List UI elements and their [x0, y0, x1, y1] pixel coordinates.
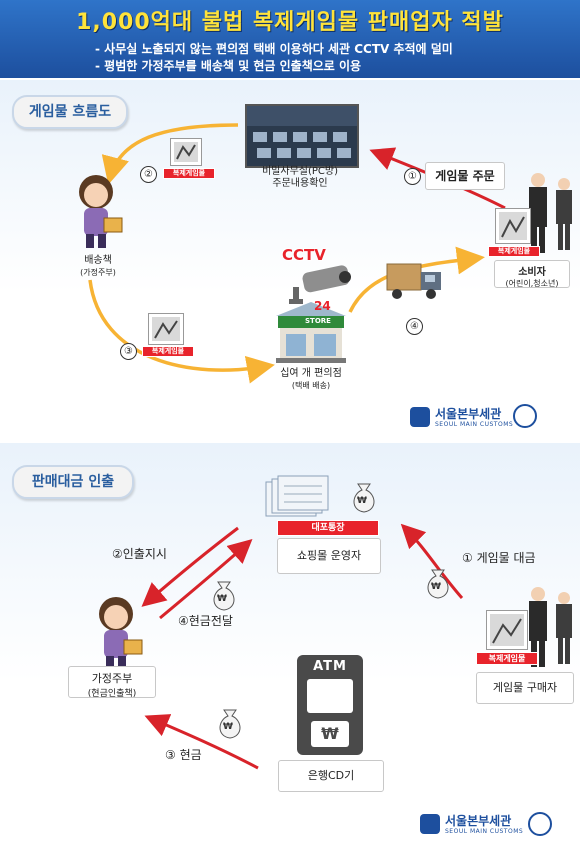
customs-seal-icon: [513, 404, 537, 428]
money-bag-symbol-4: ₩: [223, 722, 233, 732]
store-label-line1: 십여 개 편의점: [280, 368, 342, 379]
housewife-label-line1: 가정주부: [91, 672, 133, 685]
withdrawal-title-pill: 판매대금 인출: [12, 465, 134, 499]
arrow-payment: [400, 523, 464, 599]
copy-game-tag-buyer: 복제게임물: [476, 652, 538, 665]
game-order-box: 게임물 주문: [425, 162, 505, 190]
money-bag-icon-3: [422, 566, 454, 600]
courier-label-line2: (가정주부): [80, 268, 116, 277]
copy-game-tag-step3: 복제게임물: [142, 346, 194, 357]
step2-number: ②: [140, 166, 157, 183]
convenience-store-icon: [266, 298, 356, 364]
step1-number: ①: [404, 168, 421, 185]
footer-brand-en-1: SEOUL MAIN CUSTOMS: [435, 421, 514, 428]
cash-delivery-label: ④현금전달: [178, 614, 233, 628]
game-box-step2: [170, 138, 202, 166]
courier-housewife-figure: [66, 170, 130, 250]
arrow-step3: [88, 279, 275, 384]
store-label-line2: (택배 배송): [291, 381, 331, 390]
consumer-label-line2: (어린이,청소년): [505, 279, 559, 288]
consumer-label-box: 소비자 (어린이,청소년): [494, 260, 570, 288]
store-label: 십여 개 편의점 (택배 배송): [266, 368, 356, 392]
cash-label: ③ 현금: [165, 748, 202, 762]
withdrawal-arrows: [141, 523, 464, 770]
atm-screen: [307, 679, 353, 713]
withdraw-order-label: ②인출지시: [112, 547, 167, 561]
footer-brand-1: 서울본부세관: [435, 407, 502, 421]
atm-machine-icon: ATM ₩: [297, 655, 363, 755]
game-box-consumer: [495, 208, 531, 244]
office-label-line2: 주문내용확인: [272, 178, 328, 189]
buyer-label: 게임물 구매자: [492, 681, 558, 694]
bank-documents-icon: [262, 474, 342, 520]
step4-number: ④: [406, 318, 423, 335]
money-bag-icon-4: [214, 706, 246, 740]
game-box-buyer: [486, 610, 528, 650]
page-title: 1,000억대 불법 복제게임물 판매업자 적발: [76, 10, 504, 35]
arrow-step2: [101, 123, 239, 185]
store-24-sign: 24: [314, 299, 331, 313]
money-bag-symbol-3: ₩: [431, 582, 441, 592]
arrow-cash: [144, 714, 259, 770]
bank-tag: 대포통장: [277, 520, 379, 536]
copy-game-tag-consumer: 복제게임물: [488, 246, 540, 257]
courier-label-line1: 배송책: [84, 255, 112, 266]
office-label: 비밀사무실(PC방) 주문내용확인: [240, 166, 360, 190]
atm-label: ATM: [313, 659, 347, 674]
footer-brand-2: 서울본부세관: [445, 814, 512, 828]
step3-number: ③: [120, 343, 137, 360]
office-label-line1: 비밀사무실(PC방): [261, 166, 338, 177]
game-order-label: 게임물 주문: [435, 169, 495, 183]
customs-emblem-icon-2: [420, 814, 440, 834]
office-photo: [245, 104, 359, 168]
flow-title-pill: 게임물 흐름도: [12, 95, 128, 129]
arrow-withdraw-order: [141, 526, 239, 607]
money-bag-icon-2: [208, 578, 240, 612]
subtitle-bullet-2: - 평범한 가정주부를 배송책 및 현금 인출책으로 이용: [95, 59, 362, 73]
consumer-label-line1: 소비자: [518, 267, 546, 278]
atm-caption: 은행CD기: [307, 769, 355, 782]
mall-operator-box: 쇼핑몰 운영자: [277, 538, 381, 574]
payment-label: ① 게임물 대금: [462, 551, 536, 565]
housewife-label-line2: (현금인출책): [87, 689, 137, 699]
housewife-cash-figure: [86, 592, 150, 672]
buyer-label-box: 게임물 구매자: [476, 672, 574, 704]
money-bag-symbol-1: ₩: [357, 496, 367, 506]
delivery-truck-icon: [385, 258, 445, 302]
copy-game-tag-step2: 복제게임물: [163, 168, 215, 179]
customs-emblem-icon: [410, 407, 430, 427]
atm-won-symbol: ₩: [311, 721, 349, 747]
arrow-cash-delivery: [159, 539, 253, 620]
footer-brand-en-2: SEOUL MAIN CUSTOMS: [445, 828, 524, 835]
money-bag-symbol-2: ₩: [217, 594, 227, 604]
consumer-figures: [520, 170, 580, 255]
cctv-label: CCTV: [282, 246, 326, 264]
mall-operator-label: 쇼핑몰 운영자: [296, 549, 362, 562]
header-banner: [0, 0, 580, 78]
money-bag-icon-1: [348, 480, 380, 514]
courier-label: 배송책 (가정주부): [60, 255, 136, 279]
customs-seal-icon-2: [528, 812, 552, 836]
panel-separator: [0, 435, 580, 443]
atm-caption-box: 은행CD기: [278, 760, 384, 792]
housewife-label-box: 가정주부 (현금인출책): [68, 666, 156, 699]
cctv-camera-icon: [285, 265, 355, 305]
store-sign-text: STORE: [305, 317, 331, 325]
subtitle-bullet-1: - 사무실 노출되지 않는 편의점 택배 이용하다 세관 CCTV 추적에 덜미: [95, 42, 453, 56]
game-box-step3: [148, 313, 184, 345]
